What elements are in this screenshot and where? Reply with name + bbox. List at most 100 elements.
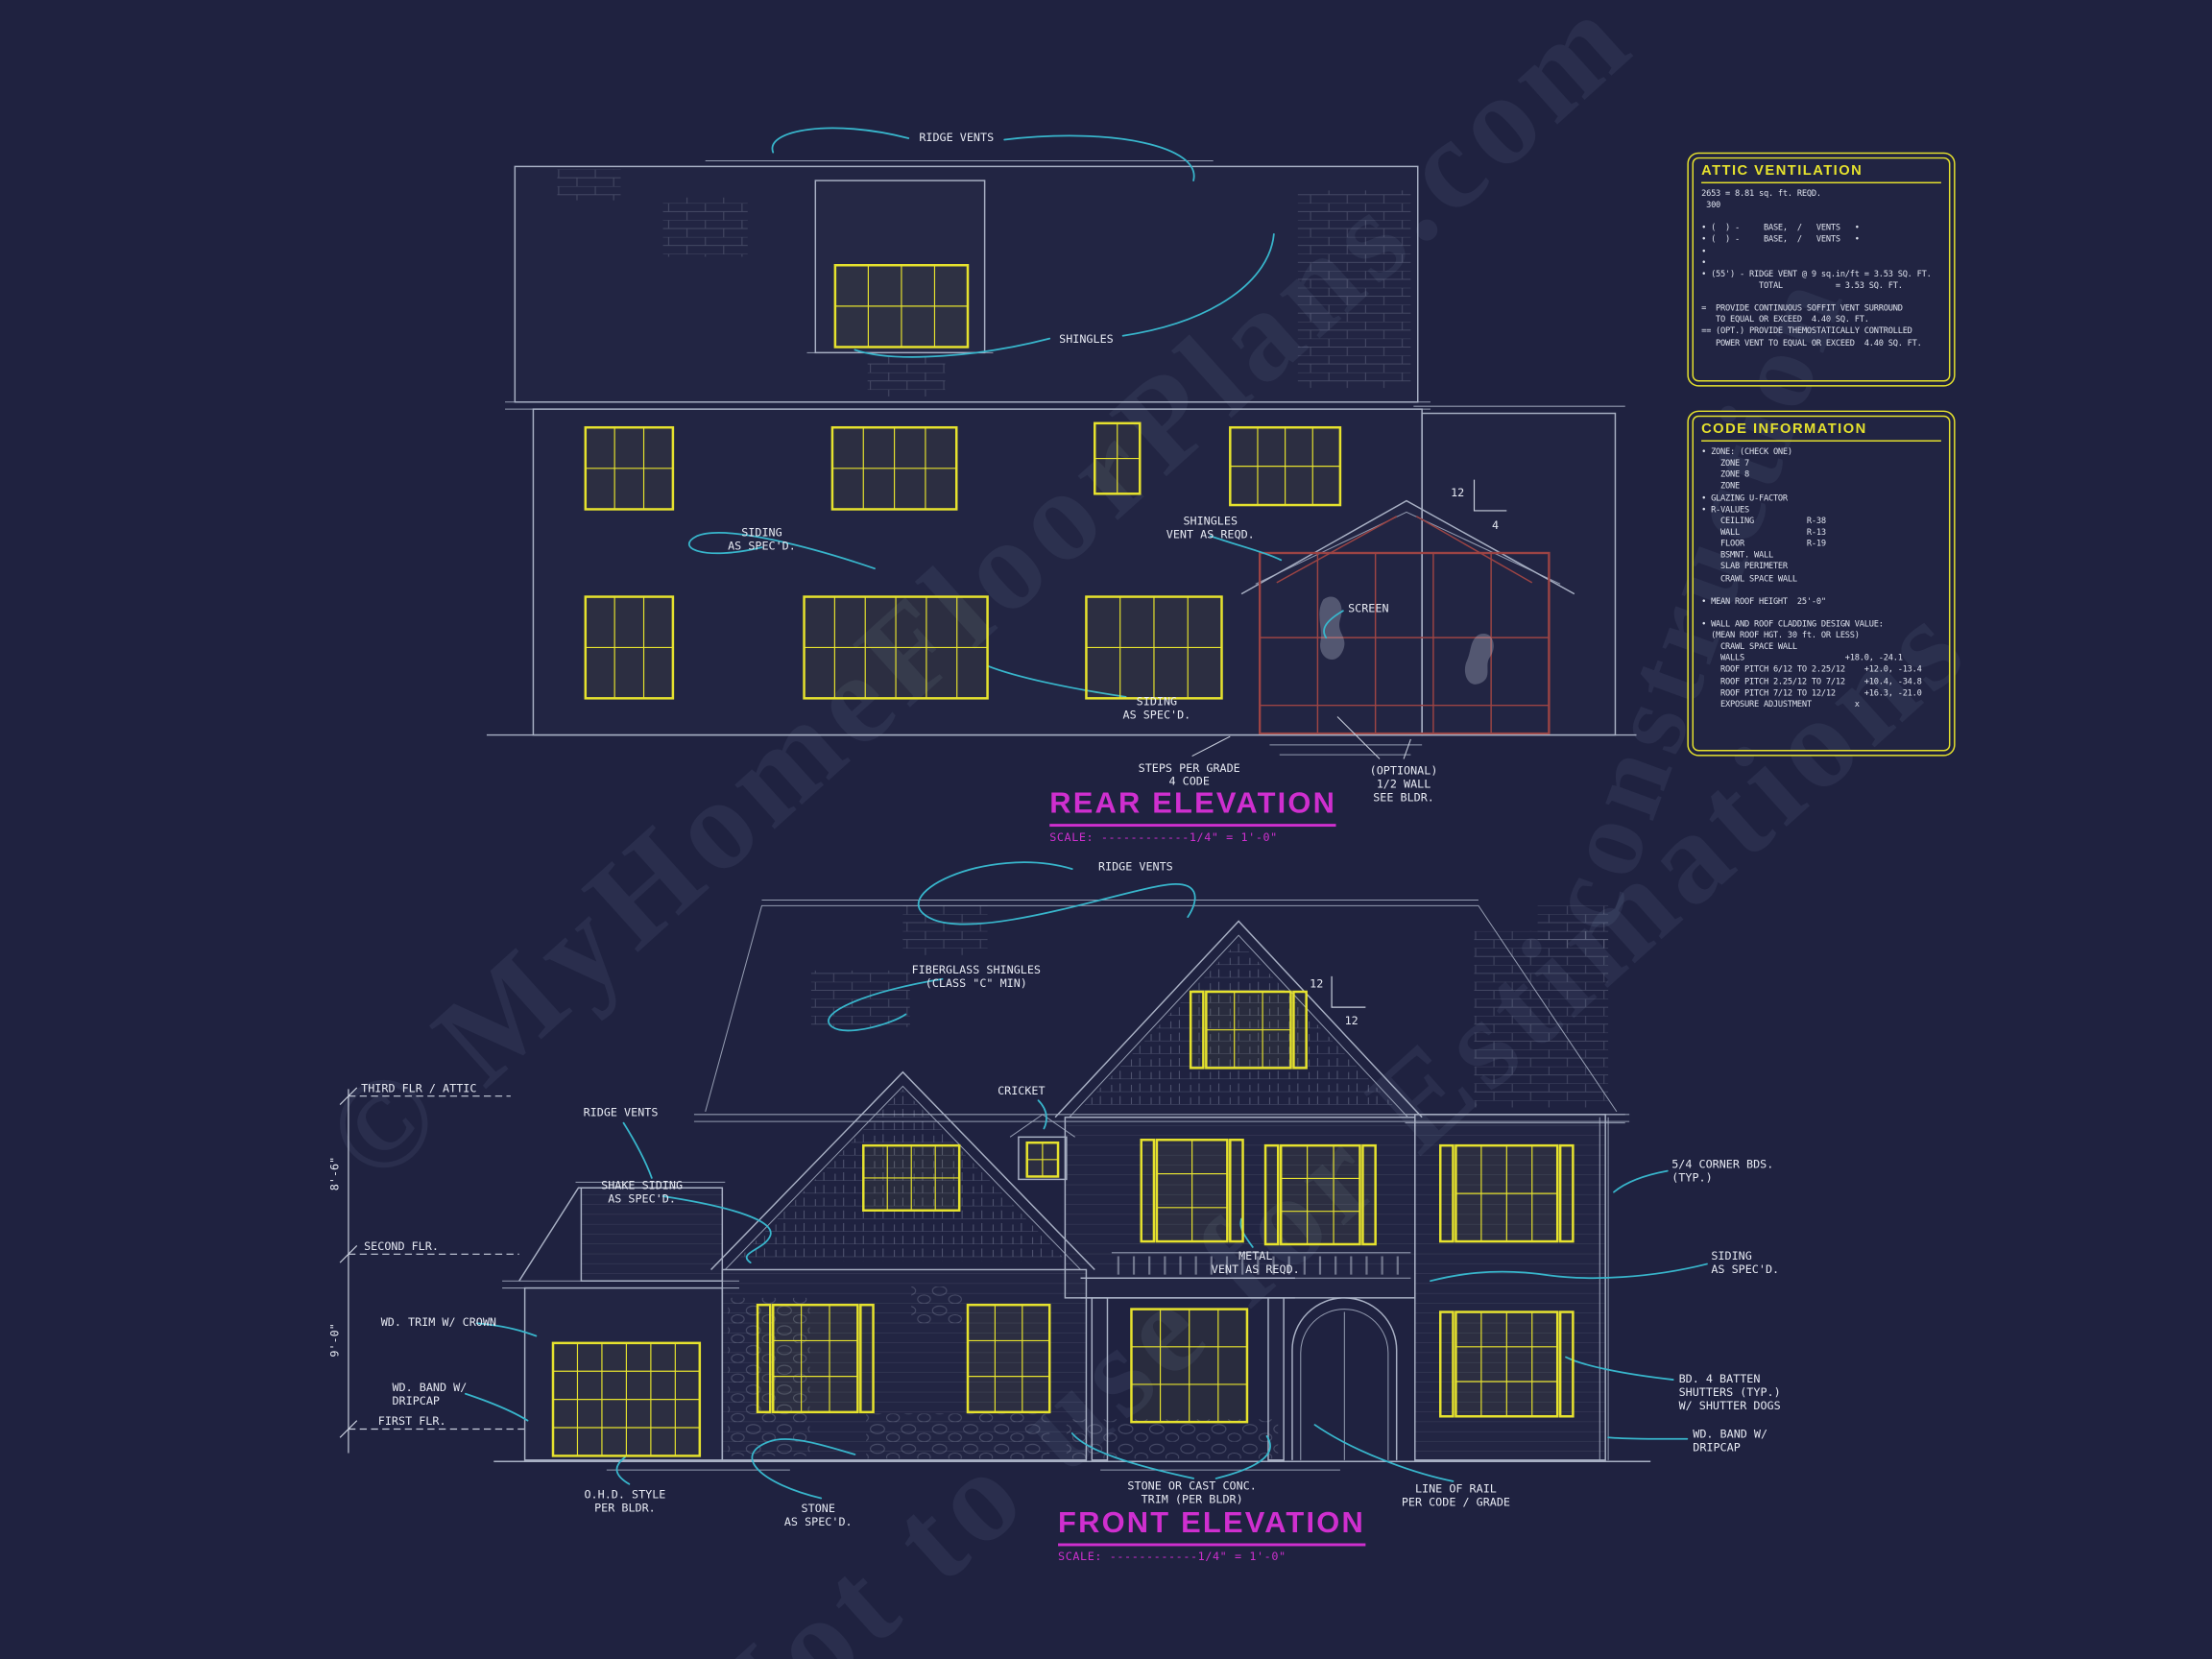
code-information-panel: CODE INFORMATION • ZONE: (CHECK ONE) ZON… — [1687, 410, 1956, 757]
rear-elevation-title: REAR ELEVATION — [1049, 787, 1337, 828]
roof-pitch-marker — [1473, 479, 1507, 512]
attic-ventilation-line: • (55') - RIDGE VENT @ 9 sq.in/ft = 3.53… — [1701, 270, 1932, 279]
shutter — [1292, 990, 1308, 1070]
code-information-line: FLOOR R-19 — [1701, 540, 1826, 549]
code-information-line: ROOF PITCH 6/12 TO 2.25/12 +12.0, -13.4 — [1701, 666, 1922, 675]
window — [1085, 595, 1223, 700]
window — [756, 1303, 875, 1414]
drawing-label: THIRD FLR / ATTIC — [361, 1081, 476, 1094]
drawing-label: CRICKET — [998, 1084, 1046, 1097]
rear-windows — [584, 263, 1342, 700]
shutter — [1140, 1139, 1156, 1243]
window — [584, 425, 675, 511]
attic-ventilation-line: • ( ) - BASE, / VENTS • — [1701, 236, 1860, 245]
cricket — [1009, 1114, 1075, 1138]
attic-ventilation-line: 2653 = 8.81 sq. ft. REQD. — [1701, 190, 1821, 200]
window — [862, 1143, 961, 1212]
porch-column — [1091, 1297, 1109, 1461]
rear-leader-lines — [687, 127, 1411, 759]
window — [1093, 421, 1142, 495]
left-gable — [710, 1070, 1095, 1270]
shutter — [1558, 1143, 1575, 1243]
code-information-line: ROOF PITCH 2.25/12 TO 7/12 +10.4, -34.8 — [1701, 678, 1922, 686]
attic-ventilation-line: == (OPT.) PROVIDE THEMOSTATICALLY CONTRO… — [1701, 327, 1912, 337]
drawing-label: WD. TRIM W/ CROWN — [381, 1315, 496, 1329]
shutter — [1229, 1139, 1244, 1243]
window — [551, 1341, 702, 1457]
shutter — [1361, 1143, 1377, 1246]
front-elevation-title: FRONT ELEVATION — [1058, 1506, 1365, 1547]
front-windows — [551, 990, 1575, 1457]
window — [1438, 1143, 1575, 1243]
drawing-label: 12 — [1345, 1014, 1358, 1027]
drawing-label: WD. BAND W/DRIPCAP — [1693, 1427, 1767, 1454]
arched-door — [1291, 1297, 1398, 1460]
attic-ventilation-line: = PROVIDE CONTINUOUS SOFFIT VENT SURROUN… — [1701, 304, 1903, 314]
window — [830, 425, 958, 511]
attic-ventilation-title: ATTIC VENTILATION — [1701, 163, 1941, 184]
drawing-label: FIRST FLR. — [378, 1414, 446, 1428]
drawing-label: RIDGE VENTS — [1098, 860, 1173, 874]
code-information-line: • R-VALUES — [1701, 506, 1749, 515]
front-elevation-scale: SCALE: ------------1/4" = 1'-0" — [1058, 1550, 1286, 1564]
attic-ventilation-line: 300 — [1701, 202, 1721, 211]
porch-gable — [1240, 499, 1575, 595]
code-information-line: WALL R-13 — [1701, 528, 1826, 538]
attic-ventilation-panel: ATTIC VENTILATION 2653 = 8.81 sq. ft. RE… — [1687, 152, 1956, 387]
dimension-text: 8'-6" — [328, 1157, 342, 1190]
drawing-label: STONE OR CAST CONC.TRIM (PER BLDR) — [1127, 1479, 1256, 1506]
shutter — [756, 1303, 772, 1414]
attic-ventilation-line: TO EQUAL OR EXCEED 4.40 SQ. FT. — [1701, 316, 1869, 325]
drawing-label: RIDGE VENTS — [919, 131, 994, 144]
drawing-label: 12 — [1451, 486, 1464, 499]
attic-ventilation-line: TOTAL = 3.53 SQ. FT. — [1701, 281, 1903, 291]
code-information-title: CODE INFORMATION — [1701, 421, 1941, 442]
code-information-line: • GLAZING U-FACTOR — [1701, 494, 1788, 503]
drawing-label: SHINGLES — [1059, 332, 1114, 346]
window — [1189, 990, 1308, 1070]
shutter — [859, 1303, 875, 1414]
attic-ventilation-line — [1701, 292, 1941, 303]
window — [1263, 1143, 1377, 1246]
window — [1140, 1139, 1244, 1243]
porch-column — [1267, 1297, 1285, 1461]
rear-elevation-title-block: REAR ELEVATION SCALE: ------------1/4" =… — [1049, 787, 1337, 844]
window — [1025, 1141, 1060, 1178]
code-information-line — [1701, 608, 1941, 619]
dimension-lines — [339, 1087, 525, 1454]
attic-ventilation-line: • — [1701, 247, 1707, 256]
code-information-line: SLAB PERIMETER — [1701, 563, 1788, 572]
code-information-line — [1701, 585, 1941, 596]
drawing-label: 5/4 CORNER BDS.(TYP.) — [1671, 1158, 1773, 1185]
front-elevation-title-block: FRONT ELEVATION SCALE: ------------1/4" … — [1058, 1506, 1365, 1563]
window — [584, 595, 675, 700]
attic-ventilation-line: • ( ) - BASE, / VENTS • — [1701, 225, 1860, 233]
code-information-line: WALLS +18.0, -24.1 — [1701, 655, 1903, 663]
code-information-line: BSMNT. WALL — [1701, 551, 1773, 561]
window — [966, 1303, 1051, 1414]
drawing-label: 4 — [1492, 518, 1499, 532]
drawing-label: 12 — [1310, 977, 1323, 991]
drawing-label: SCREEN — [1348, 602, 1388, 615]
window — [1130, 1308, 1249, 1424]
attic-ventilation-line: POWER VENT TO EQUAL OR EXCEED 4.40 SQ. F… — [1701, 339, 1922, 349]
code-information-line: CRAWL SPACE WALL — [1701, 574, 1797, 584]
roof-pitch-marker — [1331, 975, 1366, 1008]
shutter — [1558, 1310, 1575, 1418]
code-information-line: ZONE 7 — [1701, 460, 1749, 469]
code-information-line: ZONE 8 — [1701, 471, 1749, 481]
